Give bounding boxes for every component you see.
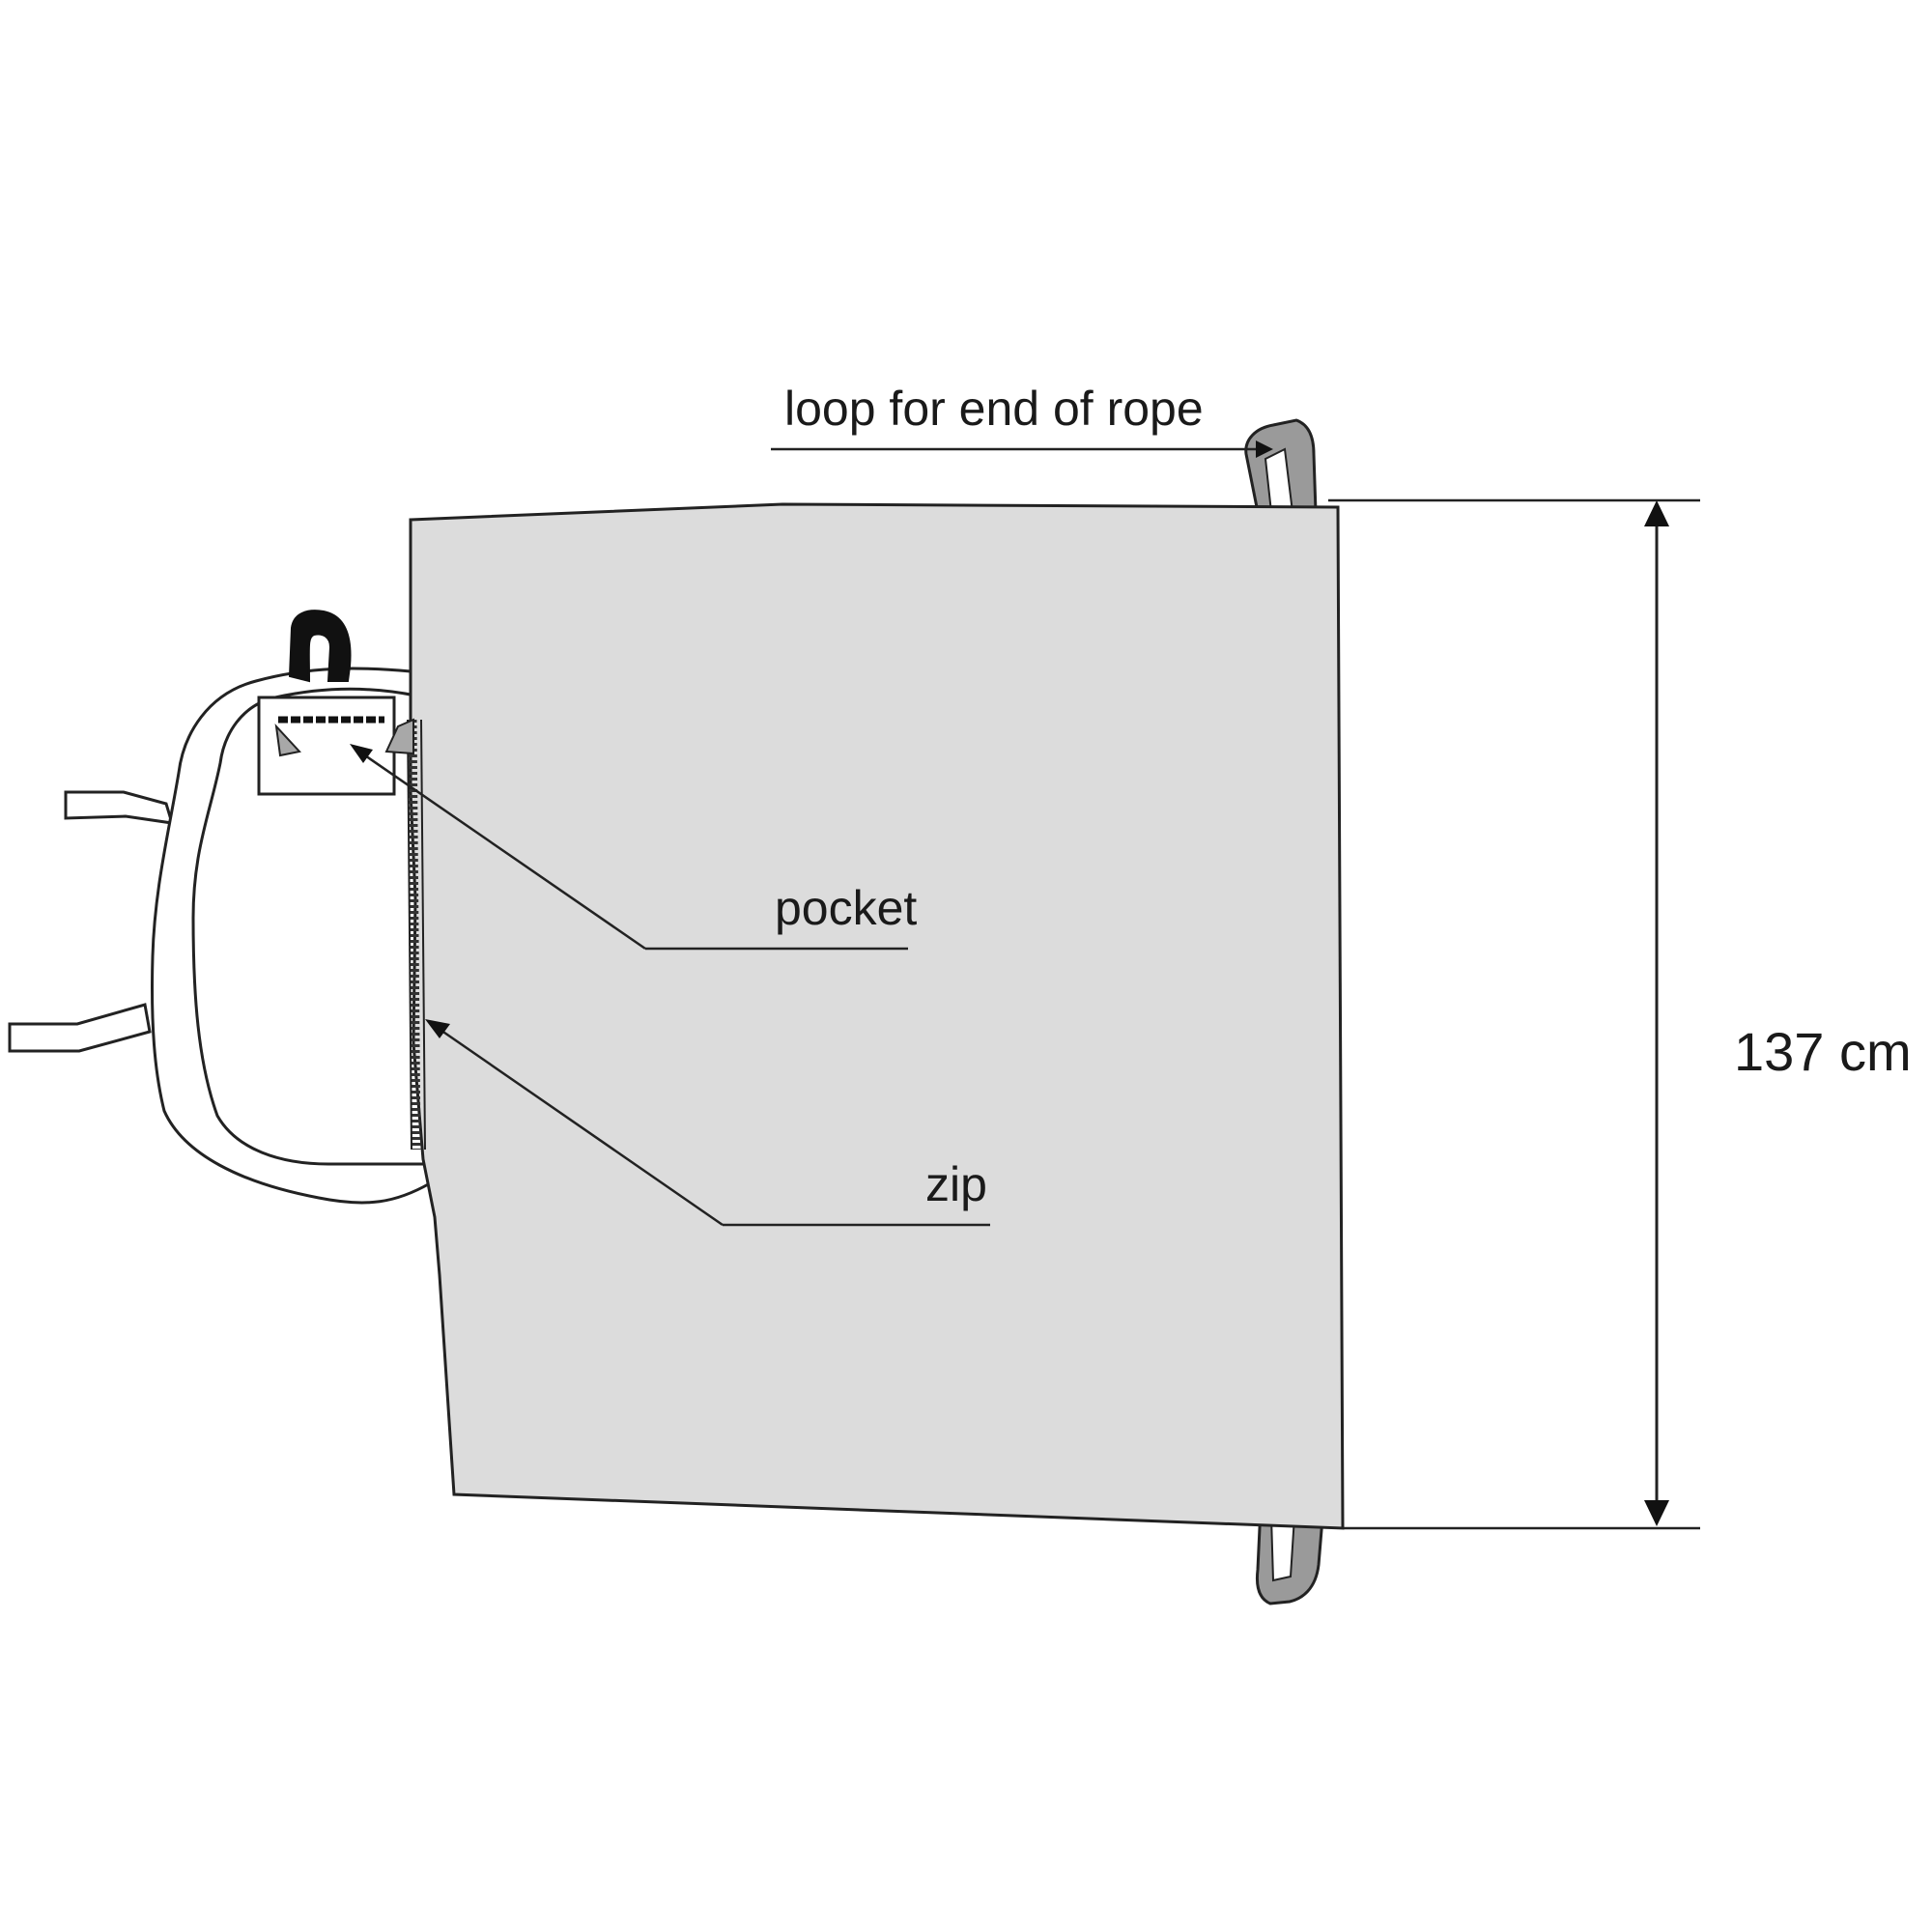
top-handle-icon bbox=[288, 610, 352, 683]
pocket-zipper-pull-icon bbox=[274, 723, 301, 757]
loop-callout: loop for end of rope bbox=[771, 382, 1273, 458]
height-dimension: 137 cm bbox=[1328, 498, 1912, 1530]
pocket-callout: pocket bbox=[350, 744, 917, 951]
dimension-arrow-up-icon bbox=[1644, 500, 1669, 526]
zip-callout: zip bbox=[425, 1019, 990, 1227]
loop-label: loop for end of rope bbox=[784, 382, 1204, 436]
pocket-label: pocket bbox=[775, 881, 917, 935]
rescue-sheet bbox=[409, 502, 1345, 1530]
backpack bbox=[8, 610, 446, 1205]
zipper-pull-icon bbox=[384, 718, 414, 755]
pocket bbox=[257, 696, 396, 796]
zip-label: zip bbox=[925, 1157, 987, 1211]
bottom-rope-loop bbox=[1255, 1505, 1325, 1605]
upper-shoulder-strap bbox=[64, 790, 175, 825]
zipper bbox=[384, 718, 426, 1151]
dimension-label: 137 cm bbox=[1734, 1021, 1912, 1082]
dimension-arrow-down-icon bbox=[1644, 1500, 1669, 1526]
lower-shoulder-strap bbox=[8, 1003, 152, 1053]
top-rope-loop bbox=[1244, 418, 1318, 514]
